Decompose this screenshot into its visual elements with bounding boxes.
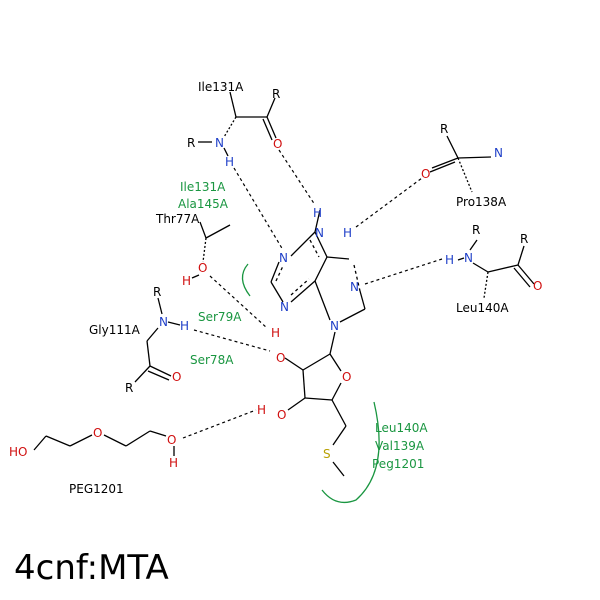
hydrophobic-label-ser78: Ser78A: [190, 353, 234, 367]
hydrogen-bonds: [182, 149, 443, 439]
atom-o2: O: [276, 351, 285, 365]
hydrophobic-labels: Ile131A Ala145A Ser79A Ser78A Leu140A Va…: [178, 180, 428, 471]
atom-r-gly111-side: R: [125, 381, 133, 395]
atom-o-ile131: O: [273, 137, 282, 151]
atom-o3: O: [277, 408, 286, 422]
atom-n-leu140: N: [464, 251, 473, 265]
hydrophobic-contacts: [241, 263, 380, 504]
hydrophobic-label-val139: Val139A: [375, 439, 425, 453]
atom-r-gly111-n: R: [153, 285, 161, 299]
atom-o-thr77: O: [198, 261, 207, 275]
atom-o-peg-2: O: [167, 433, 176, 447]
atom-o-peg-1: O: [93, 426, 102, 440]
atom-h-amine-2: H: [343, 226, 352, 240]
atom-h-gly111: H: [180, 319, 189, 333]
residue-atoms: R O R N H R N O O H R N H R O R N H O R …: [9, 87, 542, 470]
atom-ho-peg: HO: [9, 445, 27, 459]
atom-o-pro138: O: [421, 167, 430, 181]
residue-label-leu140: Leu140A: [456, 301, 509, 315]
atom-h-leu140: H: [445, 253, 454, 267]
atom-n-amine: N: [315, 226, 324, 240]
hydrophobic-arc-large: [321, 401, 380, 504]
atom-n9: N: [330, 319, 339, 333]
residue-label-pro138: Pro138A: [456, 195, 507, 209]
atom-s: S: [323, 447, 331, 461]
atom-n3: N: [280, 300, 289, 314]
atom-h-ile131: H: [225, 155, 234, 169]
atom-r-pro138: R: [440, 122, 448, 136]
atom-r-leu140-side: R: [520, 232, 528, 246]
atom-h-thr77: H: [182, 274, 191, 288]
diagram-title: 4cnf:MTA: [14, 548, 169, 588]
atom-o-leu140: O: [533, 279, 542, 293]
atom-o-ring: O: [342, 370, 351, 384]
atom-r-leu140-n: R: [472, 223, 480, 237]
residue-label-gly111: Gly111A: [89, 323, 141, 337]
atom-n-pro138: N: [494, 146, 503, 160]
ligand-atoms: N H H N N N N O O H O H S: [257, 206, 359, 461]
atom-n-gly111: N: [159, 315, 168, 329]
atom-h-o2: H: [271, 326, 280, 340]
atom-h-o3: H: [257, 403, 266, 417]
atom-h-peg: H: [169, 456, 178, 470]
hydrophobic-label-peg1201: Peg1201: [372, 457, 424, 471]
residue-label-ile131: Ile131A: [198, 80, 244, 94]
atom-r-ile131-n: R: [187, 136, 195, 150]
residue-labels: Ile131A Pro138A Thr77A Leu140A Gly111A P…: [69, 80, 509, 496]
hydrophobic-label-ala145: Ala145A: [178, 197, 229, 211]
atom-h-amine-1: H: [313, 206, 322, 220]
residue-label-peg: PEG1201: [69, 482, 124, 496]
hydrophobic-label-ser79: Ser79A: [198, 310, 242, 324]
residue-bonds: [33, 91, 535, 456]
atom-r-ile131-side: R: [272, 87, 280, 101]
hydrophobic-label-ile131: Ile131A: [180, 180, 226, 194]
ligand-bonds: [270, 209, 366, 477]
hydrophobic-label-leu140: Leu140A: [375, 421, 428, 435]
atom-n1: N: [279, 251, 288, 265]
atom-n-ile131: N: [215, 136, 224, 150]
atom-n7: N: [350, 280, 359, 294]
hydrophobic-arc-small: [241, 263, 251, 297]
residue-label-thr77: Thr77A: [155, 212, 200, 226]
atom-o-gly111: O: [172, 370, 181, 384]
